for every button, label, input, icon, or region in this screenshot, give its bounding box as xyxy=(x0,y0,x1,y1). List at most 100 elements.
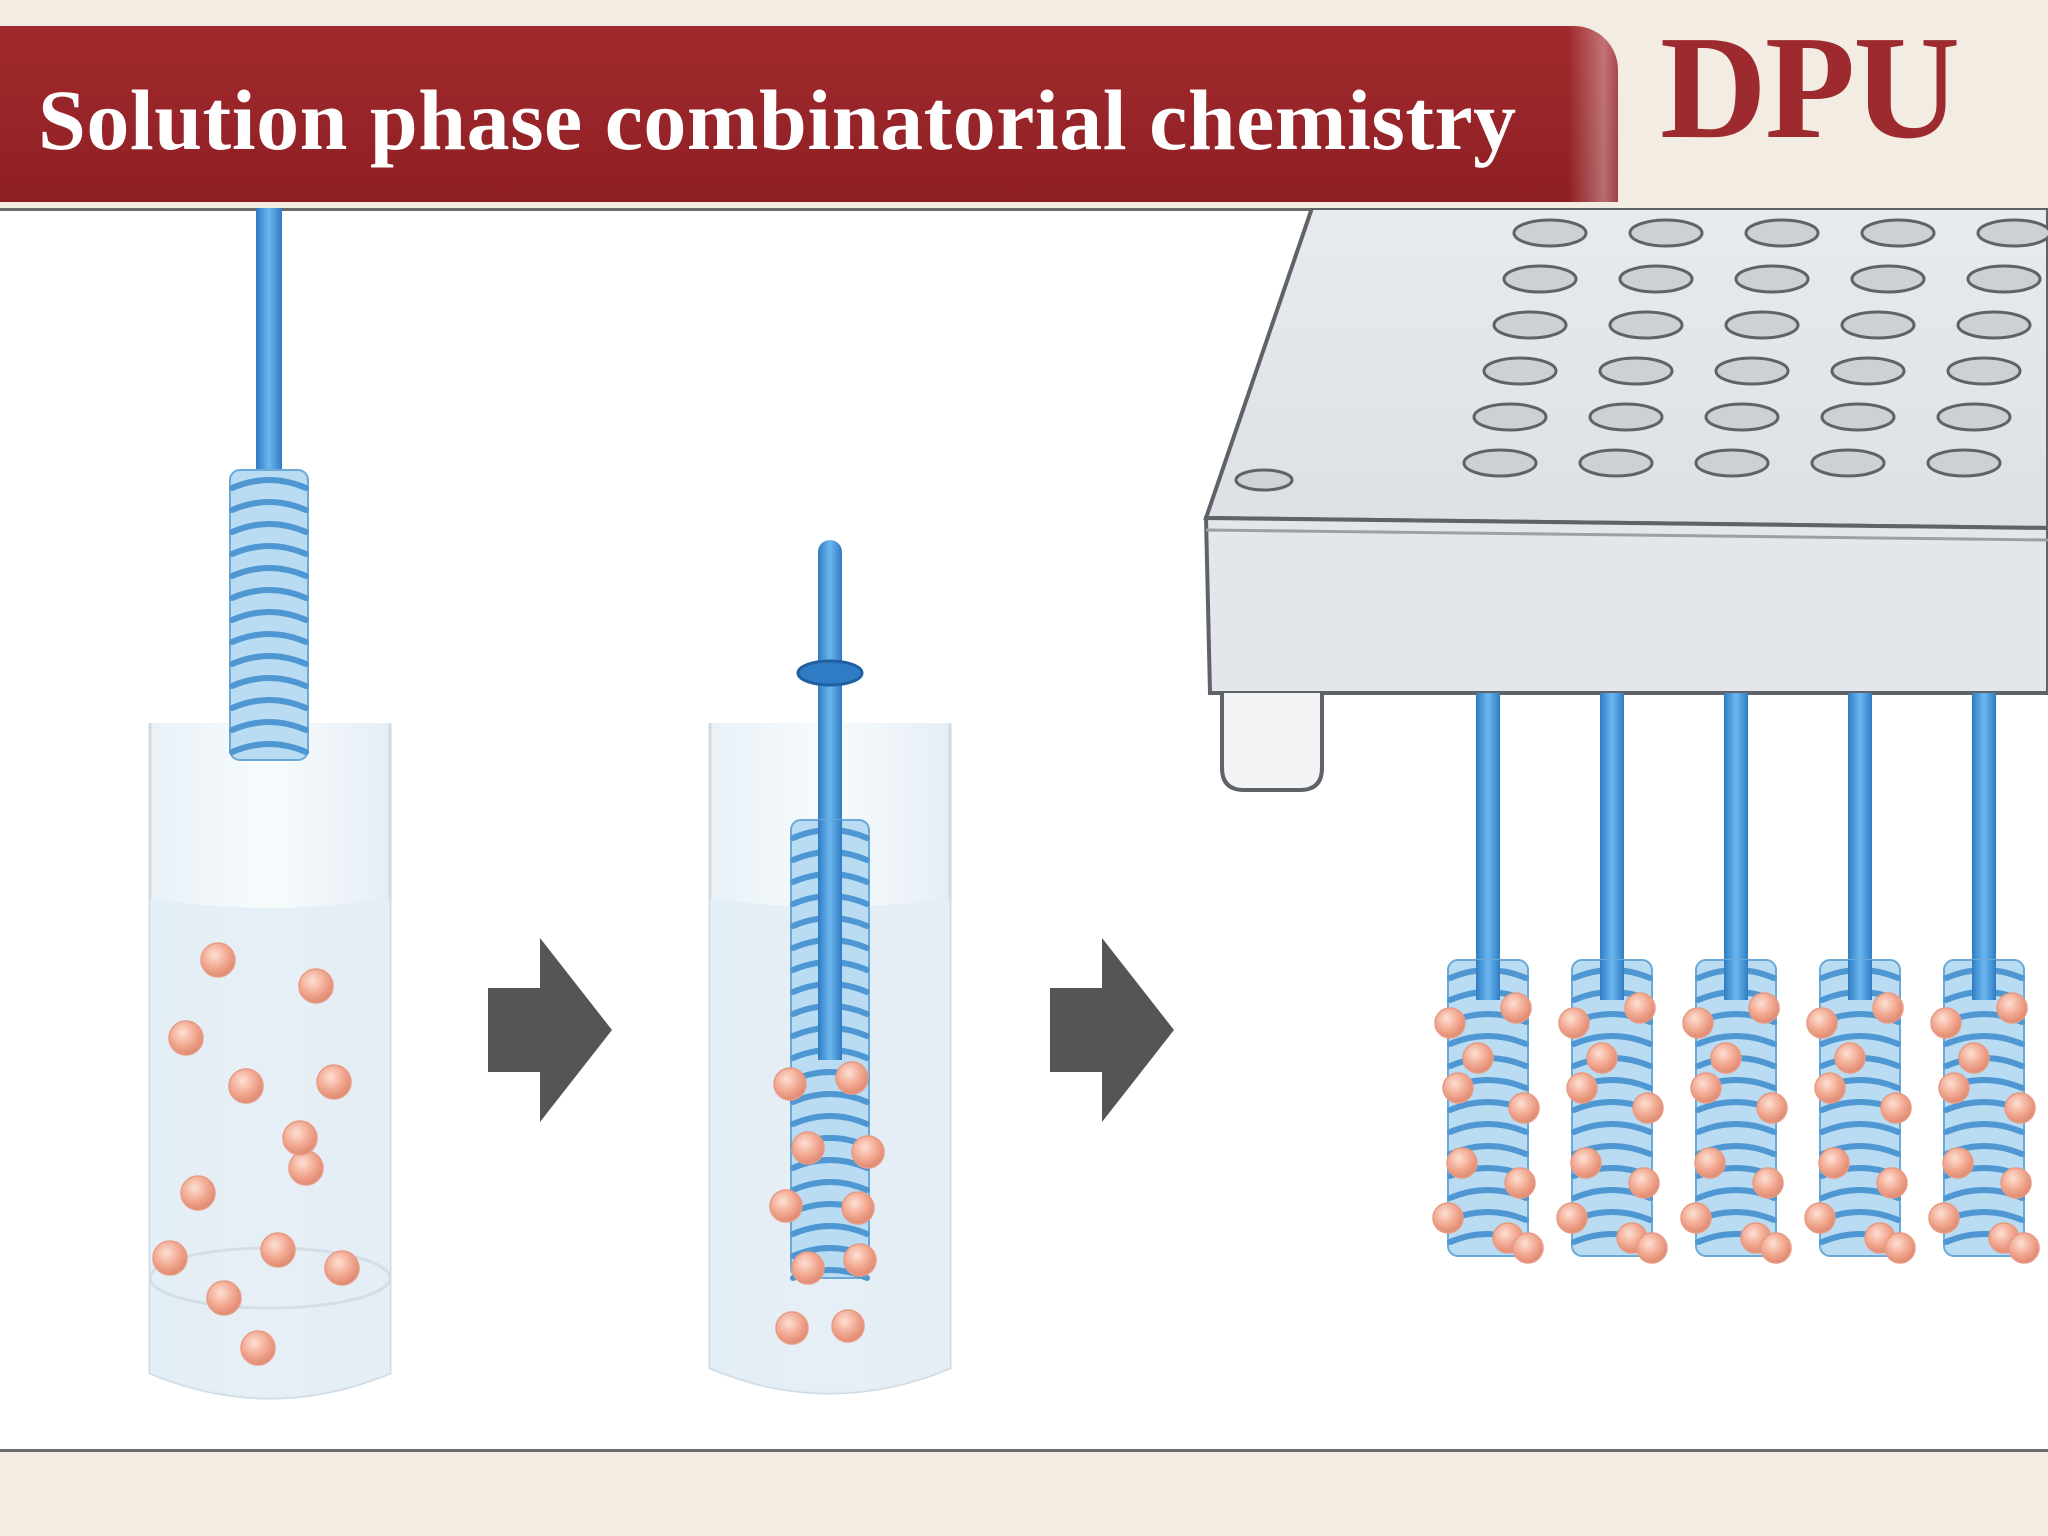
array-pin xyxy=(1804,693,1916,1264)
bead xyxy=(843,1243,877,1277)
bead xyxy=(851,1135,885,1169)
bead xyxy=(1818,1147,1850,1179)
array-pin xyxy=(1432,693,1544,1264)
bead xyxy=(775,1311,809,1345)
array-pin-rod-top xyxy=(1972,960,1996,1000)
coil-turn xyxy=(229,697,309,711)
bead xyxy=(260,1232,296,1268)
bead xyxy=(1876,1167,1908,1199)
plate-well xyxy=(1724,310,1800,340)
step-arrow-2 xyxy=(1050,938,1174,1122)
array-pin-rod-top xyxy=(1600,960,1624,1000)
plate-well xyxy=(1840,310,1916,340)
coil-turn xyxy=(790,1113,870,1127)
bead xyxy=(1508,1092,1540,1124)
array-pin xyxy=(1680,693,1792,1264)
plate-well xyxy=(1956,310,2032,340)
coil-turn xyxy=(1571,1033,1653,1047)
bead xyxy=(1624,992,1656,1024)
title-banner xyxy=(0,26,1618,202)
tube-1-liquid xyxy=(150,898,390,1398)
bead xyxy=(206,1280,242,1316)
bead xyxy=(282,1120,318,1156)
bead xyxy=(240,1330,276,1366)
plate-well xyxy=(1926,448,2002,478)
bead xyxy=(1806,1007,1838,1039)
coil-turn xyxy=(229,521,309,535)
bead xyxy=(835,1061,869,1095)
bead xyxy=(769,1189,803,1223)
coil-turn xyxy=(229,477,309,491)
plate-well xyxy=(1860,218,1936,248)
coil-turn xyxy=(229,675,309,689)
bead xyxy=(1930,1007,1962,1039)
dpu-logo: DPU xyxy=(1660,6,2020,170)
free-beads xyxy=(152,942,360,1366)
coil-turn xyxy=(229,719,309,733)
bead xyxy=(1446,1147,1478,1179)
bead xyxy=(1566,1072,1598,1104)
plate-well xyxy=(1598,356,1674,386)
bead xyxy=(1570,1147,1602,1179)
step-1-tube xyxy=(148,723,392,1400)
bead xyxy=(1996,992,2028,1024)
bead xyxy=(288,1150,324,1186)
bead xyxy=(1632,1092,1664,1124)
bead xyxy=(1504,1167,1536,1199)
bead xyxy=(1434,1007,1466,1039)
plate-well xyxy=(1734,264,1810,294)
bead xyxy=(1938,1072,1970,1104)
coil-turn xyxy=(229,587,309,601)
bead xyxy=(1872,992,1904,1024)
plate-well xyxy=(1492,310,1568,340)
bead xyxy=(168,1020,204,1056)
array-pin-rod-top xyxy=(1476,960,1500,1000)
coil-turn xyxy=(1571,1121,1653,1135)
array-pin xyxy=(1928,693,2040,1264)
bead xyxy=(1748,992,1780,1024)
plate-well xyxy=(1810,448,1886,478)
bead xyxy=(1432,1202,1464,1234)
coil-turn xyxy=(229,543,309,557)
coil-turn xyxy=(229,631,309,645)
bead xyxy=(1928,1202,1960,1234)
plate-well xyxy=(1472,402,1548,432)
logo-text: DPU xyxy=(1660,6,1960,170)
coil-turn xyxy=(1447,1033,1529,1047)
pin-1-coil xyxy=(229,469,309,761)
bead xyxy=(1500,992,1532,1024)
plate-well xyxy=(1588,402,1664,432)
coil-turn xyxy=(229,609,309,623)
slide-title: Solution phase combinatorial chemistry xyxy=(38,72,1517,168)
bead xyxy=(228,1068,264,1104)
bead xyxy=(841,1191,875,1225)
bead xyxy=(1682,1007,1714,1039)
bead xyxy=(1884,1232,1916,1264)
plate-well xyxy=(1512,218,1588,248)
solution-phase-diagram xyxy=(148,208,2048,1400)
coil-turn xyxy=(229,499,309,513)
bead xyxy=(1834,1042,1866,1074)
bead xyxy=(1756,1092,1788,1124)
bead xyxy=(1690,1072,1722,1104)
pin-1 xyxy=(229,208,309,761)
pin-array-plate xyxy=(1203,208,2048,792)
plate-well xyxy=(1976,218,2048,248)
plate-well xyxy=(1578,448,1654,478)
bead xyxy=(1804,1202,1836,1234)
plate-well xyxy=(1936,402,2012,432)
bead xyxy=(831,1309,865,1343)
coil-turn xyxy=(1819,1121,1901,1135)
plate-well xyxy=(1830,356,1906,386)
bead xyxy=(1760,1232,1792,1264)
plate-well xyxy=(1744,218,1820,248)
bead xyxy=(1636,1232,1668,1264)
plate-well xyxy=(1502,264,1578,294)
plate-well xyxy=(1714,356,1790,386)
bead xyxy=(152,1240,188,1276)
bead xyxy=(1814,1072,1846,1104)
coil-turn xyxy=(229,565,309,579)
coil-turn xyxy=(1943,1121,2025,1135)
bead xyxy=(298,968,334,1004)
